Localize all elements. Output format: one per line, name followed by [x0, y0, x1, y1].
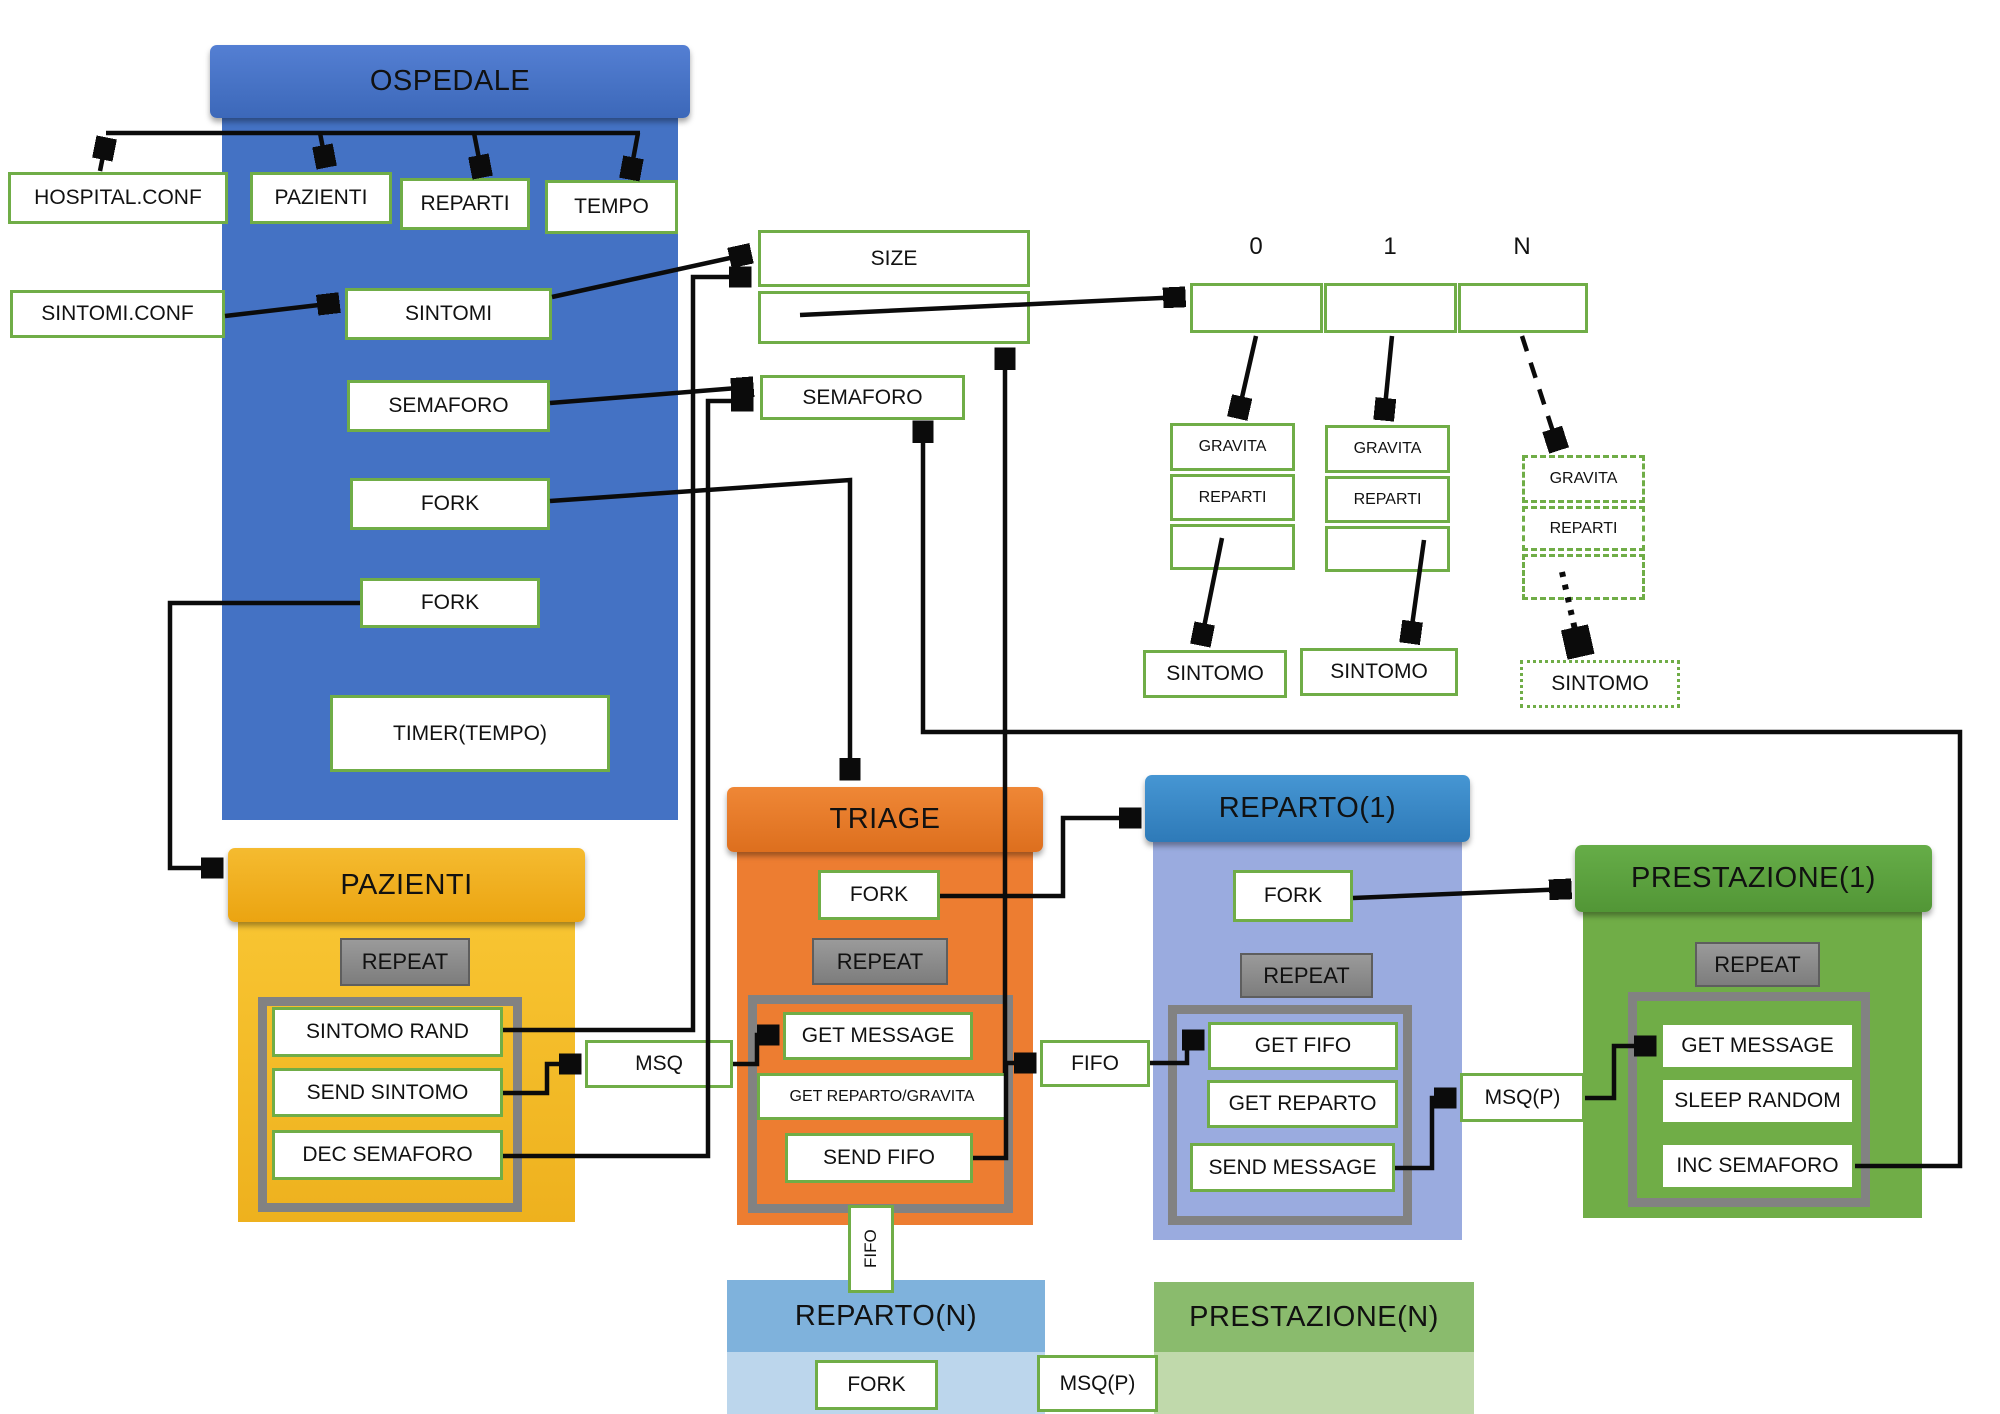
label-index-n: N	[1513, 233, 1531, 260]
label-index-0: 0	[1249, 233, 1263, 260]
box-get-message-prestazione: GET MESSAGE	[1660, 1022, 1855, 1070]
box-pazienti-field: PAZIENTI	[250, 172, 392, 224]
repeat-triage: REPEAT	[812, 938, 948, 985]
box-hospital-conf: HOSPITAL.CONF	[8, 172, 228, 224]
box-sintomi: SINTOMI	[345, 288, 552, 340]
box-msqp-2: MSQ(P)	[1037, 1355, 1158, 1412]
group-prestazioneN-header: PRESTAZIONE(N)	[1154, 1282, 1474, 1352]
box-get-message-triage: GET MESSAGE	[783, 1012, 973, 1060]
box-msqp-1: MSQ(P)	[1460, 1073, 1585, 1122]
box-fifo: FIFO	[1040, 1040, 1150, 1087]
box-semaforo-ospedale: SEMAFORO	[347, 380, 550, 432]
box-fork-ospedale-1: FORK	[350, 478, 550, 530]
box-sintomo-n: SINTOMO	[1520, 660, 1680, 708]
box-fork-reparto1: FORK	[1233, 870, 1353, 922]
box-tempo-field: TEMPO	[545, 180, 678, 234]
box-sintomo-0: SINTOMO	[1143, 650, 1287, 698]
label-index-1: 1	[1383, 233, 1397, 260]
recn-gravita: GRAVITA	[1522, 455, 1645, 503]
rec0-empty	[1170, 524, 1295, 570]
box-reparti-field: REPARTI	[400, 178, 530, 230]
group-pazienti-header: PAZIENTI	[228, 848, 585, 922]
repeat-pazienti: REPEAT	[340, 938, 470, 986]
box-semaforo-shared: SEMAFORO	[760, 375, 965, 420]
group-reparto1-header: REPARTO(1)	[1145, 775, 1470, 842]
rec0-reparti: REPARTI	[1170, 474, 1295, 521]
group-prestazioneN-body	[1154, 1352, 1474, 1414]
box-get-reparto-gravita: GET REPARTO/GRAVITA	[757, 1073, 1007, 1120]
box-sleep-random: SLEEP RANDOM	[1660, 1077, 1855, 1125]
box-timer: TIMER(TEMPO)	[330, 695, 610, 772]
repeat-reparto1: REPEAT	[1240, 953, 1373, 998]
wire-celln-recordn	[1519, 335, 1558, 447]
array-cell-1	[1324, 283, 1457, 333]
box-fork-triage: FORK	[818, 870, 940, 920]
group-ospedale-header: OSPEDALE	[210, 45, 690, 118]
box-send-message: SEND MESSAGE	[1190, 1143, 1395, 1192]
box-sintomo-1: SINTOMO	[1300, 648, 1458, 696]
wire-cell1-record1	[1384, 335, 1392, 417]
box-send-fifo: SEND FIFO	[785, 1133, 973, 1183]
rec0-gravita: GRAVITA	[1170, 423, 1295, 471]
wire-cell0-record0	[1238, 335, 1259, 415]
box-size-value	[758, 291, 1030, 344]
box-get-reparto: GET REPARTO	[1207, 1080, 1398, 1128]
box-fifo-vertical: FIFO	[848, 1205, 894, 1293]
group-prestazione1-header: PRESTAZIONE(1)	[1575, 845, 1932, 912]
group-triage-header: TRIAGE	[727, 787, 1043, 852]
recn-empty	[1522, 554, 1645, 600]
box-sintomo-rand: SINTOMO RAND	[272, 1007, 503, 1057]
box-sintomi-conf: SINTOMI.CONF	[10, 290, 225, 338]
rec1-empty	[1325, 526, 1450, 572]
box-msq: MSQ	[585, 1040, 733, 1088]
rec1-gravita: GRAVITA	[1325, 425, 1450, 473]
box-fork-ospedale-2: FORK	[360, 578, 540, 628]
array-cell-0	[1190, 283, 1323, 333]
rec1-reparti: REPARTI	[1325, 476, 1450, 523]
repeat-prestazione1: REPEAT	[1695, 942, 1820, 987]
box-fork-repartoN: FORK	[815, 1360, 938, 1410]
box-inc-semaforo: INC SEMAFORO	[1660, 1142, 1855, 1190]
box-dec-semaforo: DEC SEMAFORO	[272, 1130, 503, 1180]
wire-hospitalconf-rail	[100, 141, 106, 172]
recn-reparti: REPARTI	[1522, 506, 1645, 551]
array-cell-n	[1458, 283, 1588, 333]
box-size: SIZE	[758, 230, 1030, 287]
box-get-fifo: GET FIFO	[1208, 1022, 1398, 1070]
box-send-sintomo: SEND SINTOMO	[272, 1068, 503, 1117]
